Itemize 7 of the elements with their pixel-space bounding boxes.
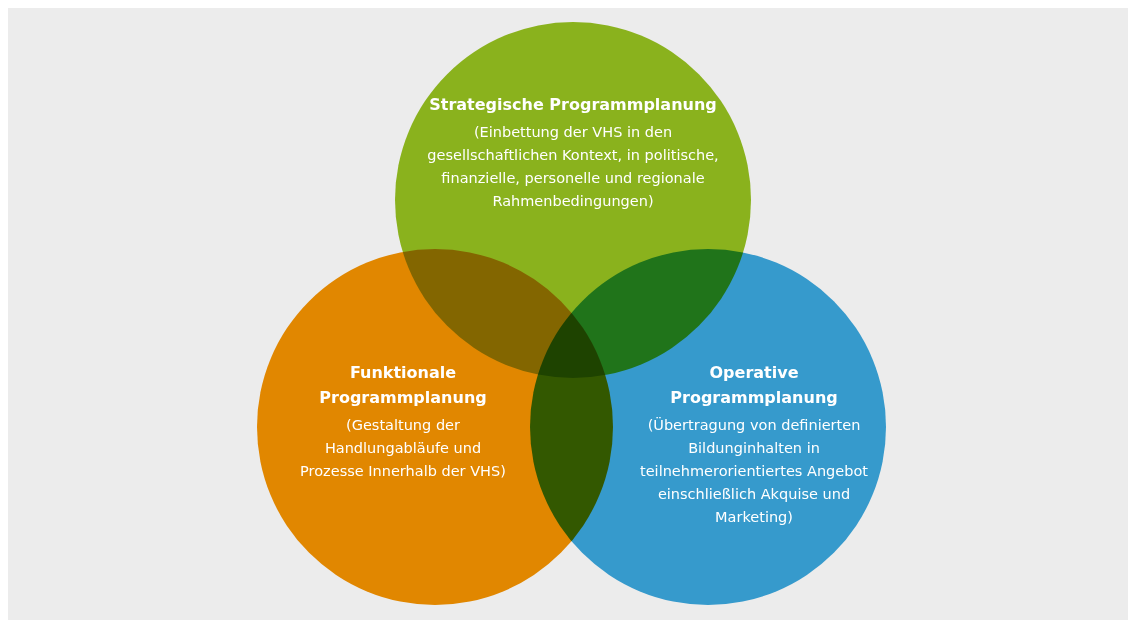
circle-description: (Gestaltung der Handlungabläufe und Prozesse Innerhalb der VHS) [299, 416, 507, 481]
circle-heading: Strategische Programmplanung [428, 94, 718, 116]
venn-circle [530, 249, 886, 605]
circle-heading: Funktionale Programmplanung [318, 362, 488, 409]
circle-description: (Einbettung der VHS in den gesellschaftlichen Kontext, in politische, finanzielle, personelle und regionale Rahmenbedingungen) [426, 123, 720, 211]
circle-description: (Übertragung von definierten Bildunginhalten in teilnehmerorientiertes Angebot einschließlich Akquise und Marketing) [639, 416, 869, 527]
circle-heading: Operative Programmplanung [669, 362, 839, 409]
